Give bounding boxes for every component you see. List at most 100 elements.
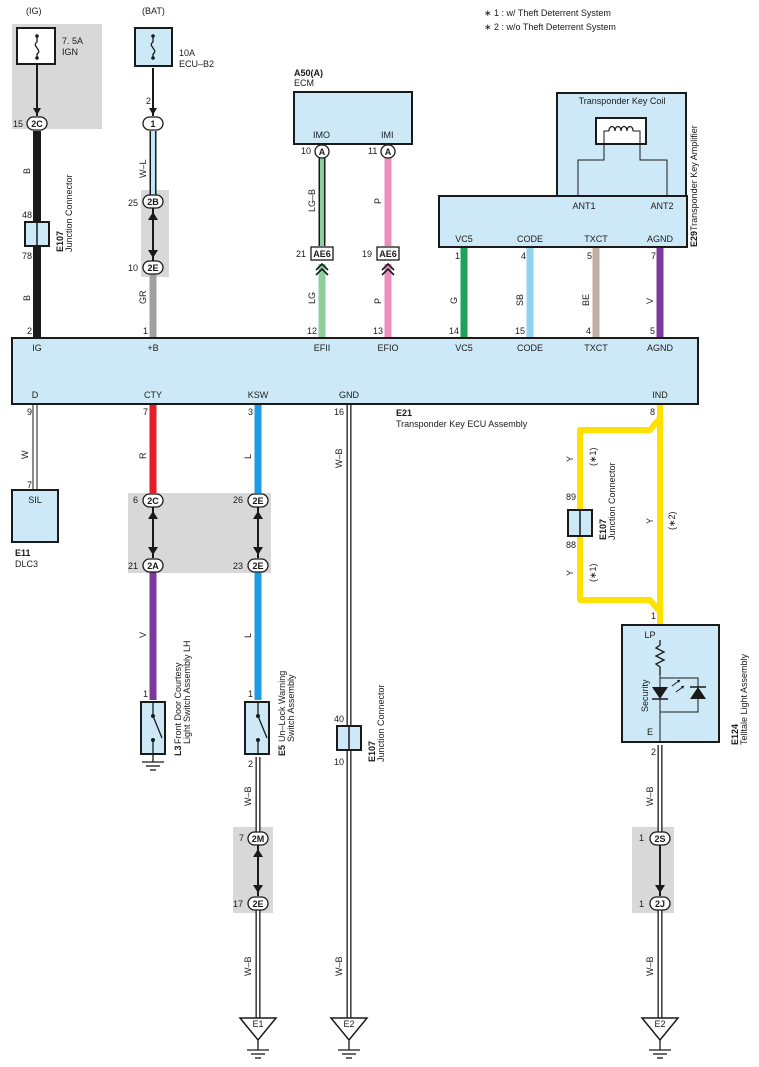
svg-text:Switch Assembly: Switch Assembly <box>286 674 296 742</box>
connector-2e-ksw-top: 26 2E <box>233 493 269 555</box>
svg-text:Junction Connector: Junction Connector <box>607 462 617 540</box>
svg-text:Transponder Key Amplifier: Transponder Key Amplifier <box>689 125 699 231</box>
svg-text:CODE: CODE <box>517 234 543 244</box>
label-e5-gnd: W–B <box>243 786 253 806</box>
transponder-key-ecu: IG +B EFII EFIO VC5 CODE TXCT AGND D CTY… <box>11 337 699 429</box>
svg-text:2: 2 <box>651 747 656 757</box>
svg-text:Telltale Light Assembly: Telltale Light Assembly <box>739 653 749 745</box>
connector-2c-ig: 2C 15 <box>13 116 48 131</box>
svg-text:10: 10 <box>334 757 344 767</box>
svg-text:40: 40 <box>334 714 344 724</box>
svg-text:IND: IND <box>652 390 668 400</box>
svg-text:E: E <box>647 727 653 737</box>
fuse-bat-amp: 10A <box>179 48 195 58</box>
svg-text:23: 23 <box>233 561 243 571</box>
svg-text:2B: 2B <box>147 197 159 207</box>
svg-text:7: 7 <box>27 480 32 490</box>
ecu-pin-efii: 12 <box>307 326 317 336</box>
svg-text:89: 89 <box>566 492 576 502</box>
label-bat-bottom: GR <box>138 290 148 304</box>
label-cty-bottom: V <box>138 632 148 638</box>
label-ig-bottom: B <box>22 295 32 301</box>
switch-e5: 1 2 E5 Un–Lock Warning Switch Assembly <box>244 671 296 769</box>
svg-text:7: 7 <box>239 833 244 843</box>
junction-connector-gnd: 40 10 E107 Junction Connector <box>334 684 386 767</box>
svg-text:15: 15 <box>13 119 23 129</box>
svg-text:VC5: VC5 <box>455 343 473 353</box>
label-bat-top: W–L <box>138 159 148 178</box>
ecm: A50(A) ECM IMO IMI <box>293 68 413 145</box>
svg-text:E107: E107 <box>367 741 377 762</box>
fuse-ig-name: IGN <box>62 47 78 57</box>
label-ind-1-bottom: Y <box>565 570 575 576</box>
connector-1-bat: 2 1 <box>142 96 164 131</box>
svg-text:ANT2: ANT2 <box>650 201 673 211</box>
label-gnd-2: W–B <box>334 956 344 976</box>
ecu-pin-b: 1 <box>143 326 148 336</box>
ecu-pin-gnd: 16 <box>334 407 344 417</box>
label-vc5: G <box>449 297 459 304</box>
ecu-name: Transponder Key ECU Assembly <box>396 419 528 429</box>
svg-text:1: 1 <box>150 119 155 129</box>
ecu-pin-ind: 8 <box>650 407 655 417</box>
svg-text:CODE: CODE <box>517 343 543 353</box>
ground-e1: E1 <box>238 1017 278 1059</box>
fuse-bat-name: ECU–B2 <box>179 59 214 69</box>
amp-pin-txct: 5 <box>587 251 592 261</box>
svg-text:6: 6 <box>133 495 138 505</box>
telltale-light-assembly: 1 LP Security E 2 E124 Telltale Light As… <box>621 611 749 757</box>
svg-text:KSW: KSW <box>248 390 269 400</box>
svg-text:AE6: AE6 <box>379 249 397 259</box>
label-ksw-bottom: L <box>243 633 253 638</box>
diode-icon <box>690 687 706 699</box>
svg-text:10: 10 <box>301 146 311 156</box>
label-e124-gnd: W–B <box>645 786 655 806</box>
connector-2e-ksw-bottom: 23 2E <box>233 558 269 573</box>
label-code: SB <box>515 294 525 306</box>
svg-text:TXCT: TXCT <box>584 343 608 353</box>
svg-text:21: 21 <box>296 249 306 259</box>
svg-text:2E: 2E <box>252 561 263 571</box>
label-e124-gnd-2: W–B <box>645 956 655 976</box>
svg-text:DLC3: DLC3 <box>15 559 38 569</box>
svg-text:Junction Connector: Junction Connector <box>376 684 386 762</box>
svg-text:E124: E124 <box>730 724 740 745</box>
svg-text:1: 1 <box>639 833 644 843</box>
svg-text:+B: +B <box>147 343 158 353</box>
label-cty-top: R <box>138 452 148 459</box>
svg-text:11: 11 <box>368 146 377 156</box>
svg-text:Transponder Key Coil: Transponder Key Coil <box>579 96 666 106</box>
amp-pin-agnd: 7 <box>651 251 656 261</box>
connector-2e-e5: 17 2E <box>233 896 269 911</box>
svg-text:E107: E107 <box>598 519 608 540</box>
ecu-code: E21 <box>396 408 412 418</box>
svg-text:E29: E29 <box>689 231 699 247</box>
svg-text:2: 2 <box>248 759 253 769</box>
ground-e2-a: E2 <box>329 1017 369 1059</box>
svg-text:D: D <box>32 390 39 400</box>
svg-text:10: 10 <box>128 263 138 273</box>
note-1: ∗ 1 : w/ Theft Deterrent System <box>484 8 611 18</box>
svg-text:E2: E2 <box>343 1019 354 1029</box>
svg-text:2J: 2J <box>655 899 665 909</box>
svg-text:Light Switch Assembly LH: Light Switch Assembly LH <box>182 640 192 744</box>
svg-text:2E: 2E <box>147 263 158 273</box>
svg-text:SIL: SIL <box>28 495 42 505</box>
amp-pin-code: 4 <box>521 251 526 261</box>
dlc3: 7 SIL E11 DLC3 <box>11 480 59 569</box>
junction-connector-ig: 48 78 E107 Junction Connector <box>22 174 74 261</box>
ig-label: (IG) <box>26 6 42 16</box>
svg-text:LP: LP <box>644 630 655 640</box>
connector-a-imo: 10 A <box>301 144 330 159</box>
svg-text:1: 1 <box>639 899 644 909</box>
svg-text:19: 19 <box>362 249 372 259</box>
connector-2s: 1 2S <box>639 831 671 893</box>
svg-text:1: 1 <box>143 689 148 699</box>
svg-text:L3: L3 <box>173 745 183 756</box>
connector-2a: 21 2A <box>128 558 164 573</box>
label-imo-bottom: LG <box>307 292 317 304</box>
ecu-pin-cty: 7 <box>143 407 148 417</box>
svg-text:1: 1 <box>248 689 253 699</box>
ground-e2-b: E2 <box>640 1017 680 1059</box>
svg-text:1: 1 <box>651 611 656 621</box>
